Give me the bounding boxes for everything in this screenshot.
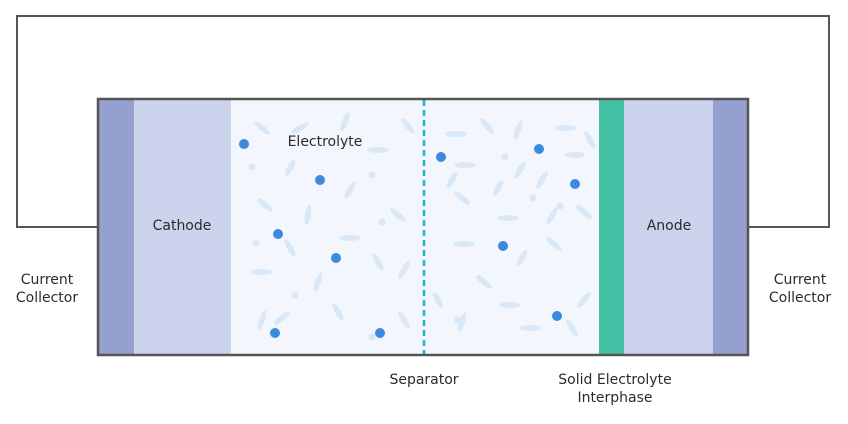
solvent-molecule <box>556 202 564 210</box>
external-circuit-wire <box>16 15 830 228</box>
solvent-molecule <box>566 319 578 337</box>
right-collector-label-line1: Current <box>774 272 827 288</box>
solvent-molecule <box>432 292 444 308</box>
solvent-molecule <box>453 241 475 247</box>
lithium-ion <box>273 229 283 239</box>
right-current-collector <box>713 99 748 355</box>
solvent-molecule <box>313 272 323 292</box>
solvent-molecule <box>454 191 470 205</box>
lithium-ion <box>315 175 325 185</box>
separator-label: Separator <box>389 372 458 388</box>
solvent-molecule <box>372 253 384 271</box>
solvent-molecule <box>390 208 406 222</box>
solvent-molecule <box>513 120 523 140</box>
left-current-collector <box>99 99 134 355</box>
solvent-molecule <box>497 215 519 221</box>
solvent-molecule <box>340 112 350 132</box>
solvent-molecule <box>454 316 462 324</box>
solvent-molecule <box>516 250 528 266</box>
solvent-molecule <box>501 153 509 161</box>
solvent-molecule <box>368 171 376 179</box>
lithium-ions <box>239 139 580 338</box>
solvent-molecule <box>252 239 260 247</box>
solvent-molecule <box>248 163 256 171</box>
sei-label-line1: Solid Electrolyte <box>558 372 671 388</box>
solvent-molecule <box>546 237 562 251</box>
solvent-molecule <box>565 152 585 158</box>
solvent-molecule <box>454 162 476 168</box>
sei-label-line2: Interphase <box>577 390 652 406</box>
solvent-molecule <box>519 325 541 331</box>
solvent-molecule <box>445 131 467 137</box>
cathode <box>134 99 231 355</box>
solvent-molecule <box>284 239 296 257</box>
solvent-molecule <box>577 292 591 308</box>
solvent-molecule <box>576 205 592 219</box>
solvent-molecule <box>257 310 267 330</box>
solvent-molecule <box>480 118 494 134</box>
solvent-molecule <box>446 172 458 188</box>
solvent-molecule <box>344 181 356 199</box>
lithium-ion <box>534 144 544 154</box>
solvent-molecule <box>398 261 410 279</box>
solvent-molecule <box>492 180 504 196</box>
lithium-ion <box>270 328 280 338</box>
solvent-molecule <box>398 311 410 329</box>
solvent-molecule <box>274 311 290 325</box>
lithium-ion <box>436 152 446 162</box>
solvent-molecule <box>536 171 548 189</box>
solvent-molecule <box>499 302 521 308</box>
right-collector-label-line2: Collector <box>769 290 831 306</box>
solvent-molecule <box>257 198 273 212</box>
anode <box>624 99 713 355</box>
solvent-molecule <box>332 303 344 321</box>
lithium-ion <box>498 241 508 251</box>
solvent-molecule <box>457 312 467 332</box>
solvent-molecules <box>248 112 596 341</box>
lithium-ion <box>375 328 385 338</box>
solvent-molecule <box>368 333 376 341</box>
solvent-molecule <box>584 131 596 149</box>
solvent-molecule <box>291 122 309 134</box>
left-collector-label-line1: Current <box>21 272 74 288</box>
lithium-ion <box>570 179 580 189</box>
electrolyte-region <box>231 99 599 355</box>
solvent-molecule <box>555 125 577 131</box>
solid-electrolyte-interphase <box>599 99 624 355</box>
left-collector-label-line2: Collector <box>16 290 78 306</box>
solvent-molecule <box>284 160 296 176</box>
lithium-ion <box>552 311 562 321</box>
solvent-molecule <box>546 207 558 225</box>
solvent-molecule <box>367 147 389 153</box>
solvent-molecule <box>291 291 299 299</box>
anode-label: Anode <box>647 218 692 234</box>
solvent-molecule <box>254 121 270 135</box>
cell-outline <box>96 97 750 357</box>
electrolyte-label: Electrolyte <box>288 134 363 150</box>
solvent-molecule <box>514 161 526 179</box>
solvent-molecule <box>401 118 415 134</box>
solvent-molecule <box>529 194 537 202</box>
solvent-molecule <box>476 275 492 289</box>
lithium-ion <box>331 253 341 263</box>
solvent-molecule <box>251 269 273 275</box>
solvent-molecule <box>304 205 312 225</box>
lithium-ion <box>239 139 249 149</box>
solvent-molecule <box>378 218 386 226</box>
solvent-molecule <box>339 235 361 241</box>
cathode-label: Cathode <box>153 218 212 234</box>
